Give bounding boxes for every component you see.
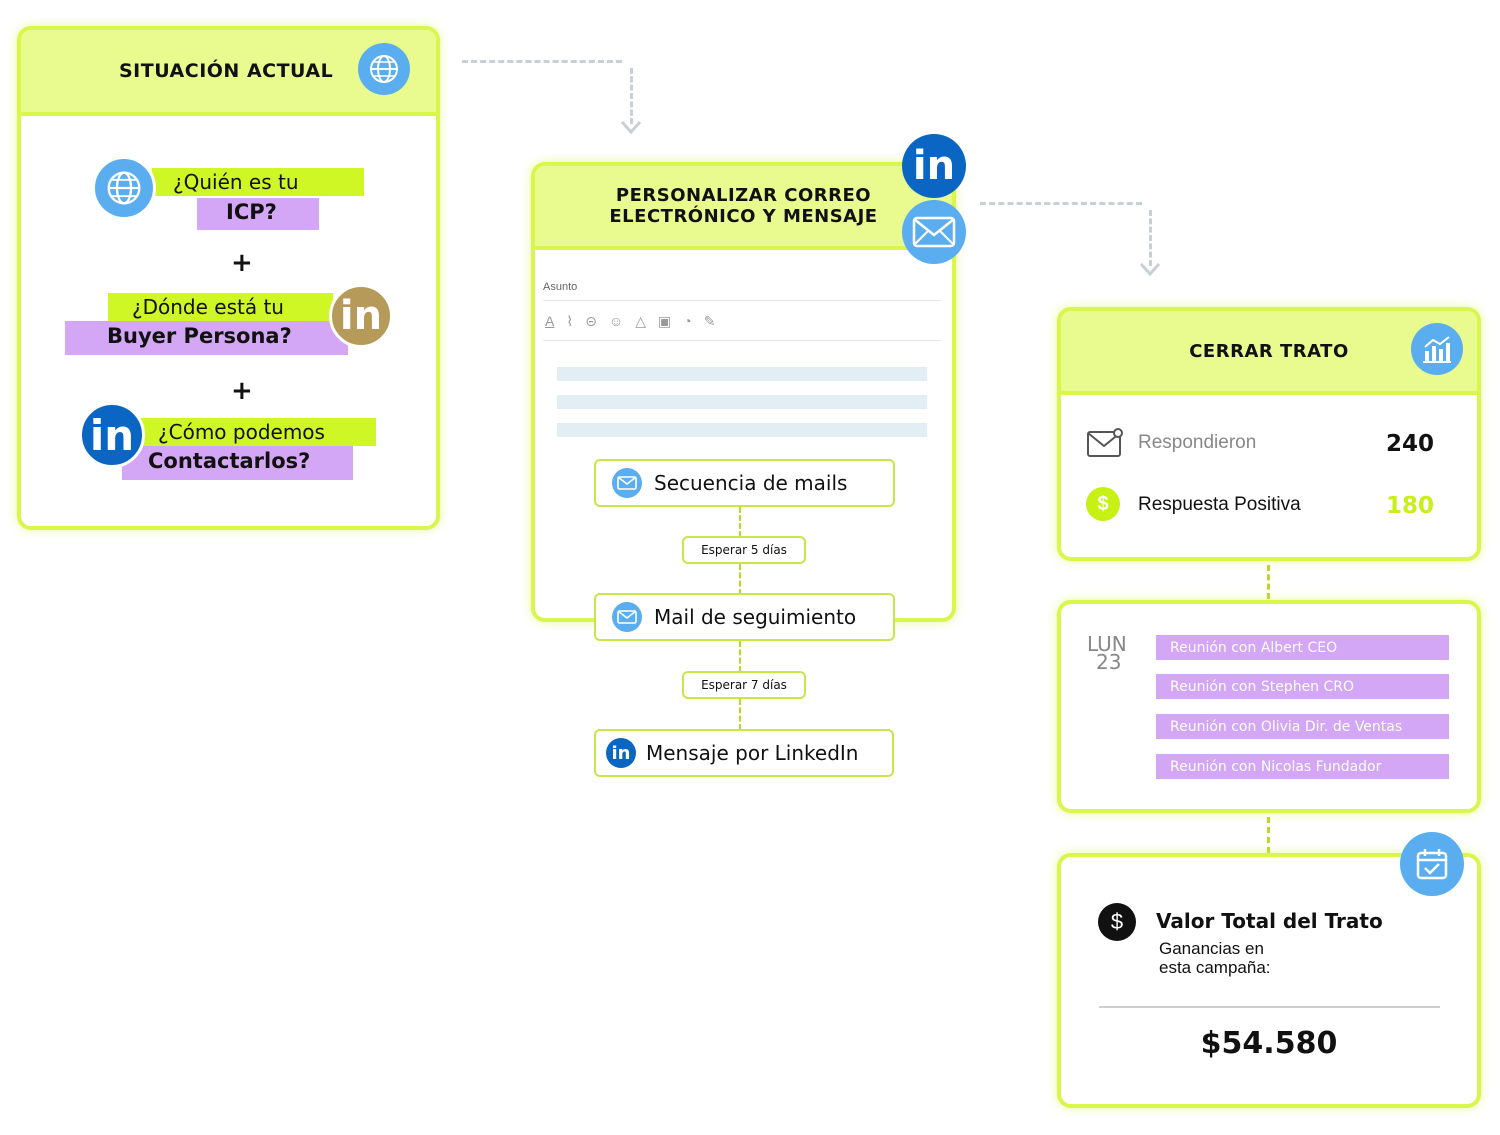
- card-connector: [1267, 817, 1270, 853]
- q2-line2: Buyer Persona?: [107, 324, 292, 348]
- asunto-label: Asunto: [543, 281, 578, 293]
- card-connector: [1267, 565, 1270, 599]
- meeting-item[interactable]: Reunión con Nicolas Fundador: [1156, 754, 1449, 779]
- connector-1-arrow-icon: [620, 120, 642, 135]
- lock-icon[interactable]: ◔: [683, 313, 692, 329]
- connector-2-vertical: [1149, 210, 1152, 266]
- q3-line1: ¿Cómo podemos: [158, 420, 325, 444]
- toolbar-divider: [543, 340, 941, 341]
- sequence-step-linkedin[interactable]: in Mensaje por LinkedIn: [594, 729, 894, 777]
- linkedin-icon: in: [902, 134, 966, 198]
- positiva-label: Respuesta Positiva: [1138, 494, 1301, 515]
- valor-divider: [1099, 1006, 1440, 1008]
- body-placeholder-line: [557, 367, 927, 381]
- meeting-item[interactable]: Reunión con Olivia Dir. de Ventas: [1156, 714, 1449, 739]
- pen-icon[interactable]: ✎: [703, 313, 716, 329]
- valor-subtitle-line2: esta campaña:: [1159, 958, 1271, 977]
- globe-icon: [92, 156, 156, 220]
- q2-line1: ¿Dónde está tu: [132, 295, 284, 319]
- cerrar-title: CERRAR TRATO: [1189, 340, 1349, 362]
- emoji-icon[interactable]: ☺: [608, 313, 624, 329]
- linkedin-glyph: in: [89, 410, 135, 460]
- q1-line1: ¿Quién es tu: [173, 170, 299, 194]
- meeting-item[interactable]: Reunión con Albert CEO: [1156, 635, 1449, 660]
- connector-1-vertical: [630, 68, 633, 124]
- linkedin-glyph: in: [611, 742, 631, 764]
- drive-icon[interactable]: △: [635, 313, 646, 329]
- sequence-step-mails-label: Secuencia de mails: [654, 471, 848, 495]
- sequence-connector: [739, 699, 741, 730]
- globe-icon: [358, 43, 410, 95]
- linkedin-icon: in: [79, 402, 145, 468]
- dollar-glyph: $: [1110, 909, 1124, 934]
- chart-icon: [1411, 323, 1463, 375]
- sequence-step-mails[interactable]: Secuencia de mails: [594, 459, 895, 507]
- q2-highlight-purple: [65, 321, 348, 355]
- linkedin-icon: in: [329, 284, 393, 348]
- q3-highlight-purple: [122, 446, 353, 480]
- mail-icon: [902, 200, 966, 264]
- q1-line2: ICP?: [226, 200, 277, 224]
- asunto-divider: [543, 300, 941, 301]
- agenda-day: LUN: [1087, 632, 1127, 656]
- body-placeholder-line: [557, 423, 927, 437]
- calendar-icon: [1400, 832, 1464, 896]
- format-text-icon[interactable]: A: [545, 313, 555, 329]
- dollar-icon: $: [1098, 903, 1136, 941]
- dollar-icon: $: [1086, 487, 1120, 521]
- wait-7-days-label: Esperar 7 días: [701, 678, 787, 692]
- cerrar-header: CERRAR TRATO: [1061, 311, 1477, 395]
- linkedin-glyph: in: [339, 293, 383, 339]
- mail-icon: [612, 468, 642, 498]
- wait-5-days-label: Esperar 5 días: [701, 543, 787, 557]
- attach-icon[interactable]: ⌇: [566, 313, 574, 329]
- linkedin-glyph: in: [912, 143, 956, 189]
- connector-2-horizontal: [980, 202, 1142, 205]
- cerrar-card: CERRAR TRATO: [1057, 307, 1481, 561]
- sequence-connector: [739, 641, 741, 672]
- respondieron-label: Respondieron: [1138, 432, 1257, 453]
- plus-sign-1: +: [231, 248, 253, 278]
- respondieron-value: 240: [1386, 431, 1435, 457]
- positiva-value: 180: [1386, 493, 1435, 519]
- plus-sign-2: +: [231, 376, 253, 406]
- link-icon[interactable]: ⊝: [585, 313, 597, 329]
- mail-icon: [612, 602, 642, 632]
- valor-subtitle-line1: Ganancias en: [1159, 939, 1264, 958]
- sequence-step-linkedin-label: Mensaje por LinkedIn: [646, 741, 859, 765]
- personalizar-title-line2: ELECTRÓNICO Y MENSAJE: [609, 206, 878, 227]
- situacion-title: SITUACIÓN ACTUAL: [119, 60, 334, 82]
- personalizar-header: PERSONALIZAR CORREO ELECTRÓNICO Y MENSAJ…: [535, 166, 952, 250]
- wait-7-days[interactable]: Esperar 7 días: [682, 671, 806, 699]
- connector-2-arrow-icon: [1139, 262, 1161, 277]
- sequence-step-followup-label: Mail de seguimiento: [654, 605, 857, 629]
- editor-toolbar: A ⌇ ⊝ ☺ △ ▣ ◔ ✎: [545, 313, 715, 330]
- q1-highlight-green: [152, 168, 364, 196]
- sequence-connector: [739, 564, 741, 595]
- q3-line2: Contactarlos?: [148, 449, 311, 473]
- valor-amount: $54.580: [1200, 1026, 1338, 1061]
- q2-highlight-green: [108, 293, 333, 321]
- image-icon[interactable]: ▣: [658, 313, 672, 329]
- body-placeholder-line: [557, 395, 927, 409]
- wait-5-days[interactable]: Esperar 5 días: [682, 536, 806, 564]
- dollar-glyph: $: [1097, 492, 1109, 515]
- sequence-step-followup[interactable]: Mail de seguimiento: [594, 593, 895, 641]
- connector-1-horizontal: [462, 60, 622, 63]
- personalizar-title-line1: PERSONALIZAR CORREO: [615, 185, 872, 206]
- q3-highlight-green: [138, 418, 376, 446]
- linkedin-icon: in: [606, 738, 636, 768]
- agenda-date: 23: [1096, 650, 1122, 674]
- mail-icon: [1087, 428, 1123, 457]
- meeting-item[interactable]: Reunión con Stephen CRO: [1156, 674, 1449, 699]
- valor-card: [1057, 853, 1481, 1108]
- sequence-connector: [739, 507, 741, 537]
- q1-highlight-purple: [197, 198, 319, 230]
- valor-title: Valor Total del Trato: [1156, 909, 1383, 933]
- personalizar-card: PERSONALIZAR CORREO ELECTRÓNICO Y MENSAJ…: [531, 162, 956, 622]
